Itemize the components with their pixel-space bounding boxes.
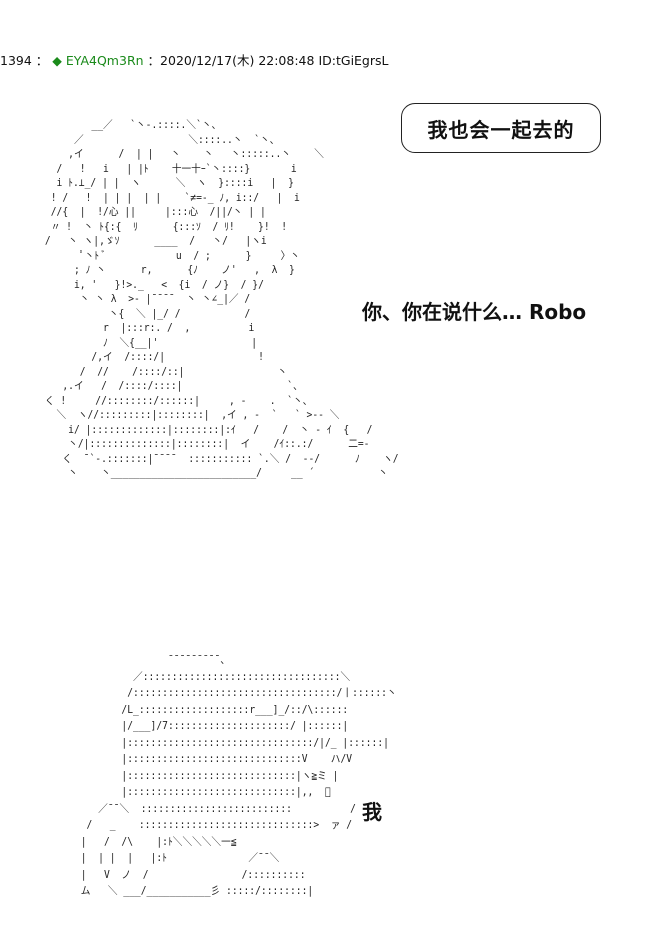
- trip-symbol: ◆: [52, 53, 62, 68]
- dialogue-line-2: 我: [362, 800, 382, 824]
- post-datetime: ：2020/12/17(木) 22:08:48: [147, 53, 315, 68]
- dialogue-line-1: 你、你在说什么… Robo: [362, 300, 587, 324]
- ascii-art-bottom: ¯¯¯¯¯¯¯¯¯、 ／::::::::::::::::::::::::::::…: [80, 654, 397, 897]
- post-separator: ：: [35, 53, 49, 68]
- poster-id[interactable]: ID:tGiEgrsL: [318, 53, 389, 68]
- post-header: 1394 ： ◆ EYA4Qm3Rn ：2020/12/17(木) 22:08:…: [0, 50, 389, 69]
- speech-bubble: 我也会一起去的: [401, 103, 601, 153]
- ascii-art-top: __／ `丶-.::::.＼`丶、 ／ ＼::::..丶 `丶、 ,イ / | …: [44, 119, 399, 479]
- post-number: 1394: [0, 53, 32, 68]
- trip-code[interactable]: EYA4Qm3Rn: [65, 53, 144, 68]
- speech-bubble-text: 我也会一起去的: [427, 117, 575, 142]
